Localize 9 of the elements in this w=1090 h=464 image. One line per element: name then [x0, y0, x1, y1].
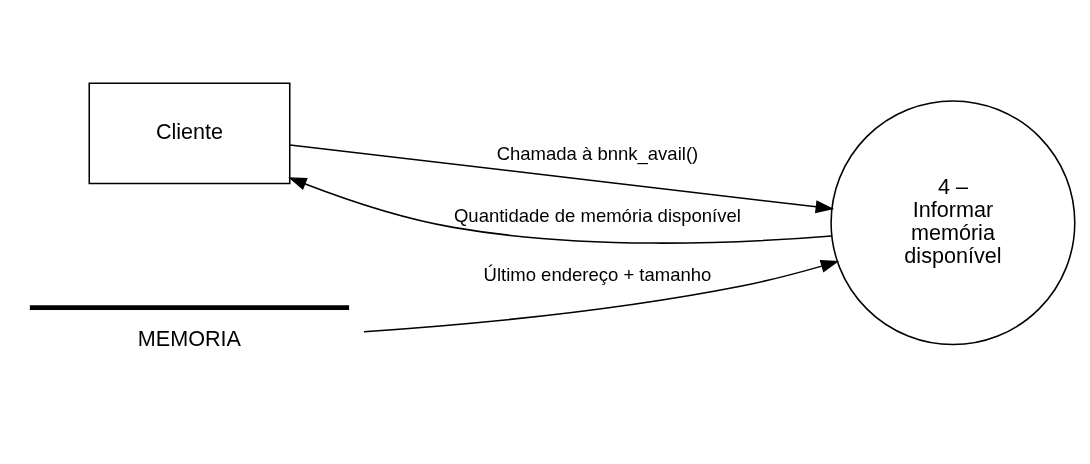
- edge-label: Quantidade de memória disponível: [453, 205, 741, 227]
- edge-label: Último endereço + tamanho: [483, 263, 712, 285]
- node-circle: 4 – Informar memória disponível: [830, 100, 1076, 346]
- node-text: MEMORIA: [137, 326, 241, 352]
- edge-label: Chamada à bnnk_avail(): [496, 143, 699, 165]
- arrow: [289, 144, 835, 214]
- arrow: [288, 177, 833, 244]
- arrow: [363, 260, 840, 333]
- node-box: Cliente: [88, 82, 291, 185]
